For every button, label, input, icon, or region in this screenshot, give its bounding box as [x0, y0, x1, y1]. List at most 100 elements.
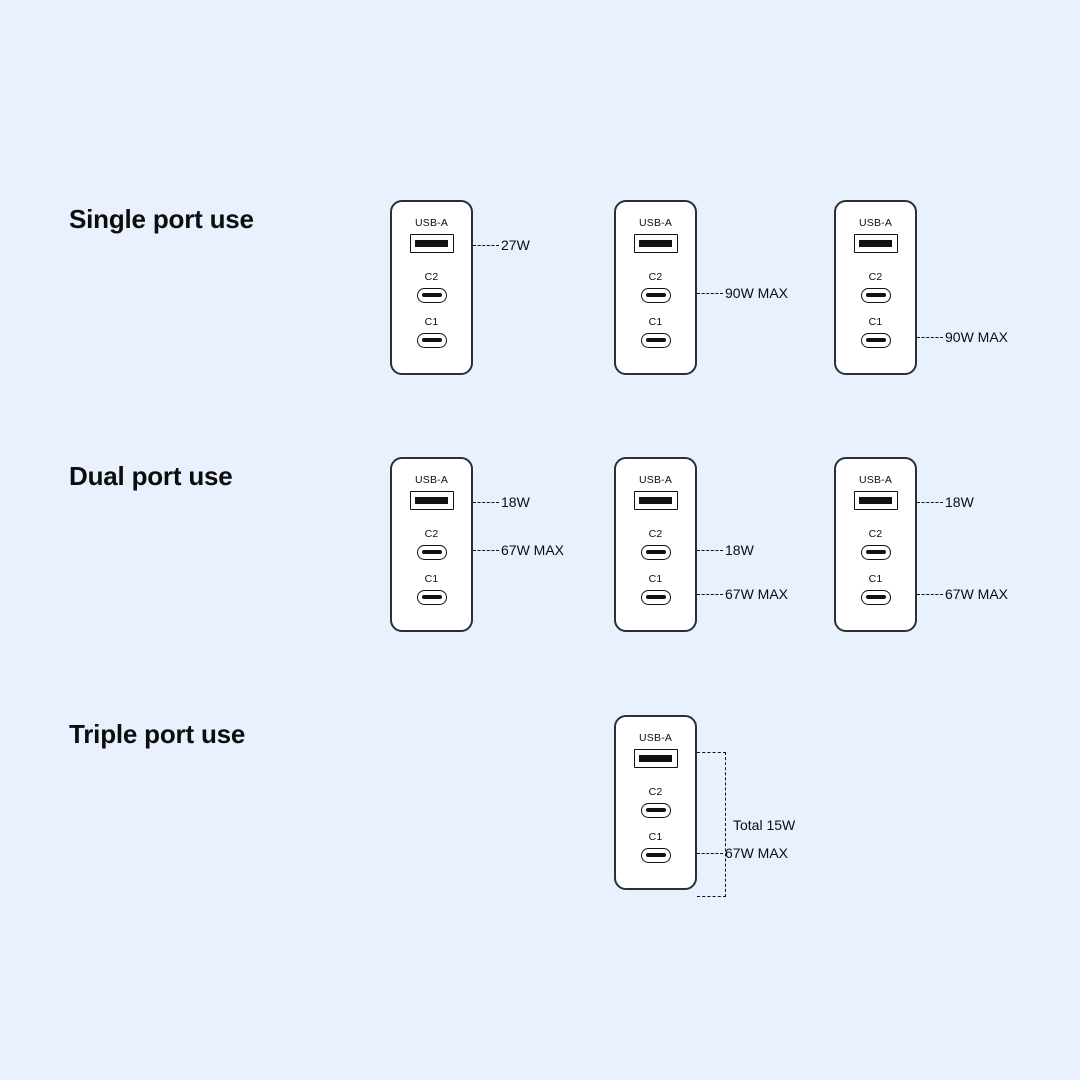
port-group-usba: USB-A	[392, 218, 471, 253]
port-group-c1: C1	[616, 574, 695, 605]
usb-a-port-icon	[633, 490, 678, 510]
leader-line	[473, 549, 499, 551]
callout-power-value: 67W MAX	[945, 586, 1009, 602]
port-group-usba: USB-A	[616, 218, 695, 253]
port-group-usba: USB-A	[392, 475, 471, 510]
usb-c-port-icon	[640, 287, 671, 303]
port-label-c2: C2	[424, 271, 439, 283]
port-label-c2: C2	[868, 271, 883, 283]
port-label-usba: USB-A	[414, 474, 449, 486]
leader-line	[917, 593, 943, 595]
section-title-dual-port-use: Dual port use	[69, 461, 233, 491]
usb-a-port-icon	[633, 748, 678, 768]
bracket-callout-total: Total 15W	[697, 752, 795, 897]
port-label-c2: C2	[648, 786, 663, 798]
leader-line	[697, 593, 723, 595]
port-group-usba: USB-A	[836, 475, 915, 510]
callout-power-value: 90W MAX	[725, 285, 789, 301]
callout-power-value: 27W	[501, 237, 530, 253]
leader-line	[473, 501, 499, 503]
port-label-usba: USB-A	[414, 217, 449, 229]
port-label-usba: USB-A	[638, 474, 673, 486]
charger-device-dual-c2-c1: USB-A C2 C1	[614, 457, 697, 632]
usb-c-port-icon	[860, 589, 891, 605]
port-label-c1: C1	[424, 573, 439, 585]
port-label-c1: C1	[424, 316, 439, 328]
callout-dual-c2: 67W MAX	[473, 542, 564, 558]
usb-c-port-icon	[416, 332, 447, 348]
port-label-c1: C1	[868, 573, 883, 585]
leader-line	[697, 549, 723, 551]
port-label-c2: C2	[648, 271, 663, 283]
usb-a-port-icon	[409, 490, 454, 510]
charger-device-dual-usba-c2: USB-A C2 C1	[390, 457, 473, 632]
port-group-c1: C1	[392, 574, 471, 605]
usb-c-port-icon	[860, 287, 891, 303]
port-label-c2: C2	[424, 528, 439, 540]
section-title-triple-port-use: Triple port use	[69, 719, 246, 749]
port-label-c1: C1	[868, 316, 883, 328]
port-group-c1: C1	[392, 317, 471, 348]
port-group-c2: C2	[392, 529, 471, 560]
port-label-usba: USB-A	[858, 217, 893, 229]
callout-dual-c1-b: 67W MAX	[697, 586, 788, 602]
charger-device-triple-all: USB-A C2 C1	[614, 715, 697, 890]
usb-c-port-icon	[640, 544, 671, 560]
callout-power-value: 18W	[725, 542, 754, 558]
charger-device-single-c2: USB-A C2 C1	[614, 200, 697, 375]
callout-single-c1: 90W MAX	[917, 329, 1008, 345]
usb-c-port-icon	[640, 589, 671, 605]
port-group-c2: C2	[616, 787, 695, 818]
port-label-usba: USB-A	[638, 732, 673, 744]
leader-line	[697, 292, 723, 294]
callout-single-usba: 27W	[473, 237, 530, 253]
port-label-c1: C1	[648, 831, 663, 843]
usb-a-port-icon	[409, 233, 454, 253]
callout-power-value: 18W	[501, 494, 530, 510]
port-group-c1: C1	[616, 317, 695, 348]
usb-c-port-icon	[640, 847, 671, 863]
callout-power-value: 67W MAX	[501, 542, 565, 558]
usb-c-port-icon	[416, 544, 447, 560]
port-label-usba: USB-A	[858, 474, 893, 486]
port-group-usba: USB-A	[836, 218, 915, 253]
usb-c-port-icon	[860, 332, 891, 348]
leader-line	[917, 336, 943, 338]
port-group-c2: C2	[392, 272, 471, 303]
port-label-c1: C1	[648, 316, 663, 328]
usb-a-port-icon	[633, 233, 678, 253]
port-group-c1: C1	[616, 832, 695, 863]
usb-c-port-icon	[416, 589, 447, 605]
callout-power-value: 90W MAX	[945, 329, 1009, 345]
callout-dual-c1-c: 67W MAX	[917, 586, 1008, 602]
usb-c-port-icon	[640, 332, 671, 348]
callout-power-value: 67W MAX	[725, 845, 789, 861]
port-label-c1: C1	[648, 573, 663, 585]
usb-c-port-icon	[640, 802, 671, 818]
port-group-c1: C1	[836, 574, 915, 605]
port-group-c2: C2	[616, 272, 695, 303]
section-title-single-port-use: Single port use	[69, 204, 254, 234]
port-label-usba: USB-A	[638, 217, 673, 229]
leader-line	[473, 244, 499, 246]
leader-line	[697, 852, 723, 854]
callout-dual-c2-b: 18W	[697, 542, 754, 558]
charger-device-dual-usba-c1: USB-A C2 C1	[834, 457, 917, 632]
port-group-usba: USB-A	[616, 475, 695, 510]
usb-c-port-icon	[416, 287, 447, 303]
callout-single-c2: 90W MAX	[697, 285, 788, 301]
usb-c-port-icon	[860, 544, 891, 560]
port-group-c2: C2	[616, 529, 695, 560]
port-group-c1: C1	[836, 317, 915, 348]
callout-dual-usba-c: 18W	[917, 494, 974, 510]
leader-line	[917, 501, 943, 503]
port-label-c2: C2	[868, 528, 883, 540]
usb-a-port-icon	[853, 233, 898, 253]
port-group-usba: USB-A	[616, 733, 695, 768]
callout-power-value: 18W	[945, 494, 974, 510]
port-group-c2: C2	[836, 272, 915, 303]
port-group-c2: C2	[836, 529, 915, 560]
callout-triple-c1: 67W MAX	[697, 845, 788, 861]
bracket-shape	[697, 752, 726, 897]
